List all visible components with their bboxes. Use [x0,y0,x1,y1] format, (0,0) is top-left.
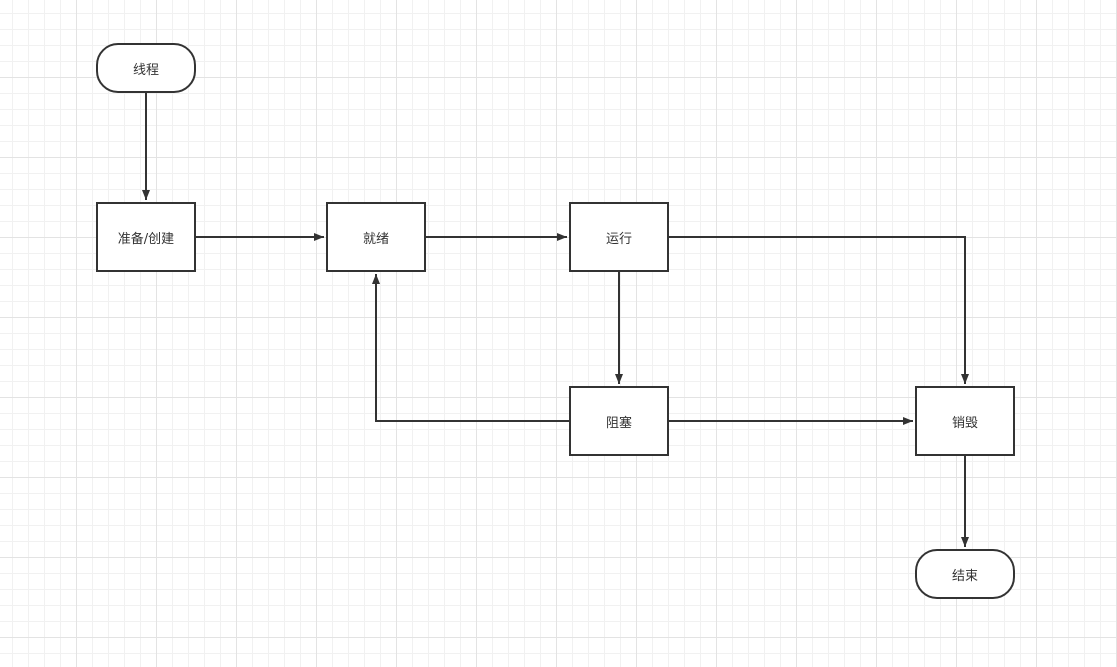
node-running-label: 运行 [605,231,632,247]
node-blocked-label: 阻塞 [605,415,632,431]
node-end[interactable]: 结束 [915,549,1015,599]
node-ready[interactable]: 就绪 [326,202,426,272]
edge-blocked-to-ready [372,274,569,422]
node-destroy-label: 销毁 [951,415,978,431]
node-create[interactable]: 准备/创建 [96,202,196,272]
node-thread-label: 线程 [132,62,159,78]
node-blocked[interactable]: 阻塞 [569,386,669,456]
node-destroy[interactable]: 销毁 [915,386,1015,456]
node-ready-label: 就绪 [362,231,389,247]
node-end-label: 结束 [951,568,978,584]
node-thread[interactable]: 线程 [96,43,196,93]
node-running[interactable]: 运行 [569,202,669,272]
node-create-label: 准备/创建 [117,231,175,247]
edge-running-to-destroy [669,236,969,384]
